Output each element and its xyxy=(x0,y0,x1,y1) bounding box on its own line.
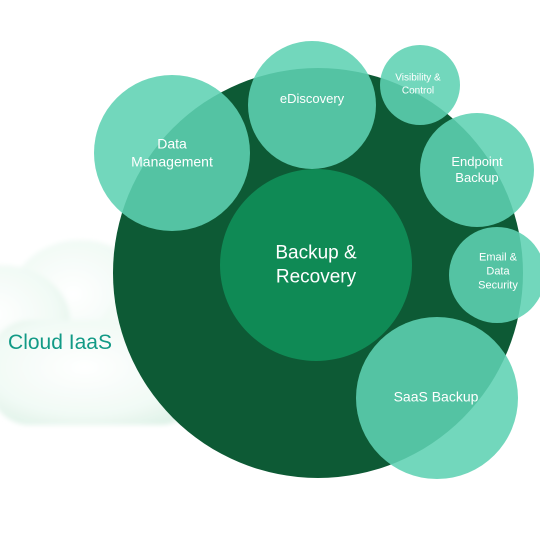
ediscovery-label: eDiscovery xyxy=(279,90,345,106)
circle-email-data-security xyxy=(449,227,540,323)
saas-backup-label: SaaS Backup xyxy=(393,388,479,405)
cloud-iaas-label: Cloud IaaS xyxy=(8,331,112,354)
circle-data-management xyxy=(94,75,250,231)
circle-endpoint-backup xyxy=(420,113,534,227)
circle-visibility-control xyxy=(380,45,460,125)
data-management-label: Data Management xyxy=(131,135,213,170)
circle-saas-backup xyxy=(356,317,518,479)
backup-recovery-label: Backup & Recovery xyxy=(275,242,357,287)
email-data-security-label: Email & Data Security xyxy=(478,251,518,291)
endpoint-backup-label: Endpoint Backup xyxy=(451,153,503,185)
circle-backup-recovery xyxy=(220,169,412,361)
visibility-control-label: Visibility & Control xyxy=(395,72,441,97)
circle-ediscovery xyxy=(248,41,376,169)
